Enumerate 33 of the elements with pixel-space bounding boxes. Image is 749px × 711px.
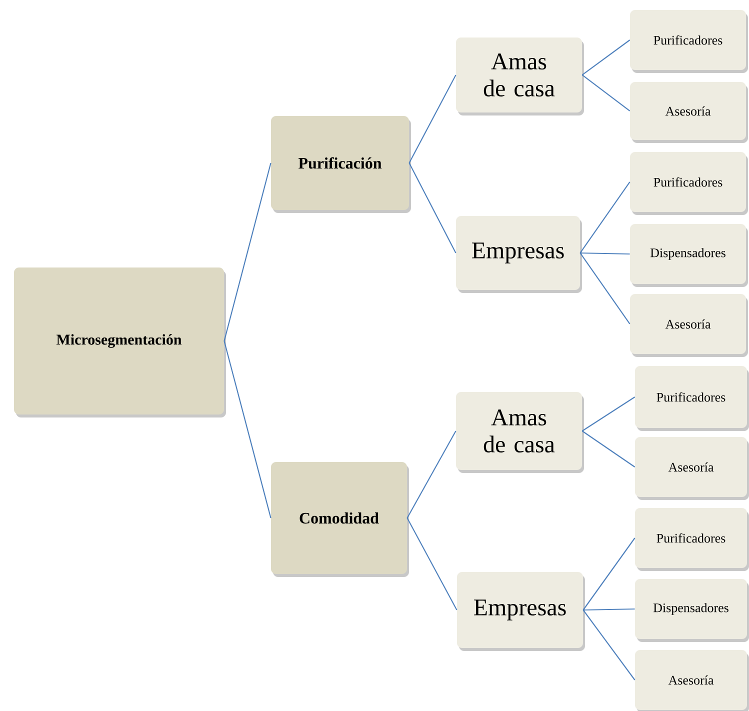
segment-box: Amas de casa	[456, 38, 584, 116]
leaf-box: Purificadores	[635, 366, 749, 431]
connector-line	[408, 162, 456, 254]
connector-line	[408, 74, 456, 164]
leaf-box: Purificadores	[630, 10, 748, 73]
connector-line	[580, 252, 630, 255]
leaf-box: Asesoría	[635, 650, 749, 711]
category-box: Purificación	[271, 116, 411, 213]
connector-line	[582, 396, 636, 432]
root-box: Microsegmentación	[14, 268, 226, 418]
leaf-box: Purificadores	[635, 508, 749, 571]
connector-line	[582, 40, 630, 76]
connector-line	[406, 430, 456, 518]
connector-line	[224, 162, 272, 342]
connector-line	[582, 538, 636, 610]
leaf-box: Asesoría	[630, 294, 748, 357]
segment-box: Amas de casa	[456, 392, 584, 473]
leaf-box: Asesoría	[630, 82, 748, 143]
connector-line	[582, 610, 636, 680]
connector-line	[406, 518, 458, 610]
connector-line	[582, 74, 630, 112]
connector-line	[224, 340, 272, 518]
connector-line	[582, 430, 636, 468]
leaf-box: Purificadores	[630, 152, 748, 215]
leaf-box: Dispensadores	[635, 579, 749, 642]
segment-box: Empresas	[457, 572, 585, 651]
leaf-box: Asesoría	[635, 437, 749, 500]
leaf-box: Dispensadores	[630, 224, 748, 287]
connector-line	[580, 182, 630, 254]
connector-line	[580, 252, 630, 324]
category-box: Comodidad	[271, 462, 409, 577]
connector-line	[583, 608, 635, 611]
segment-box: Empresas	[456, 216, 582, 293]
